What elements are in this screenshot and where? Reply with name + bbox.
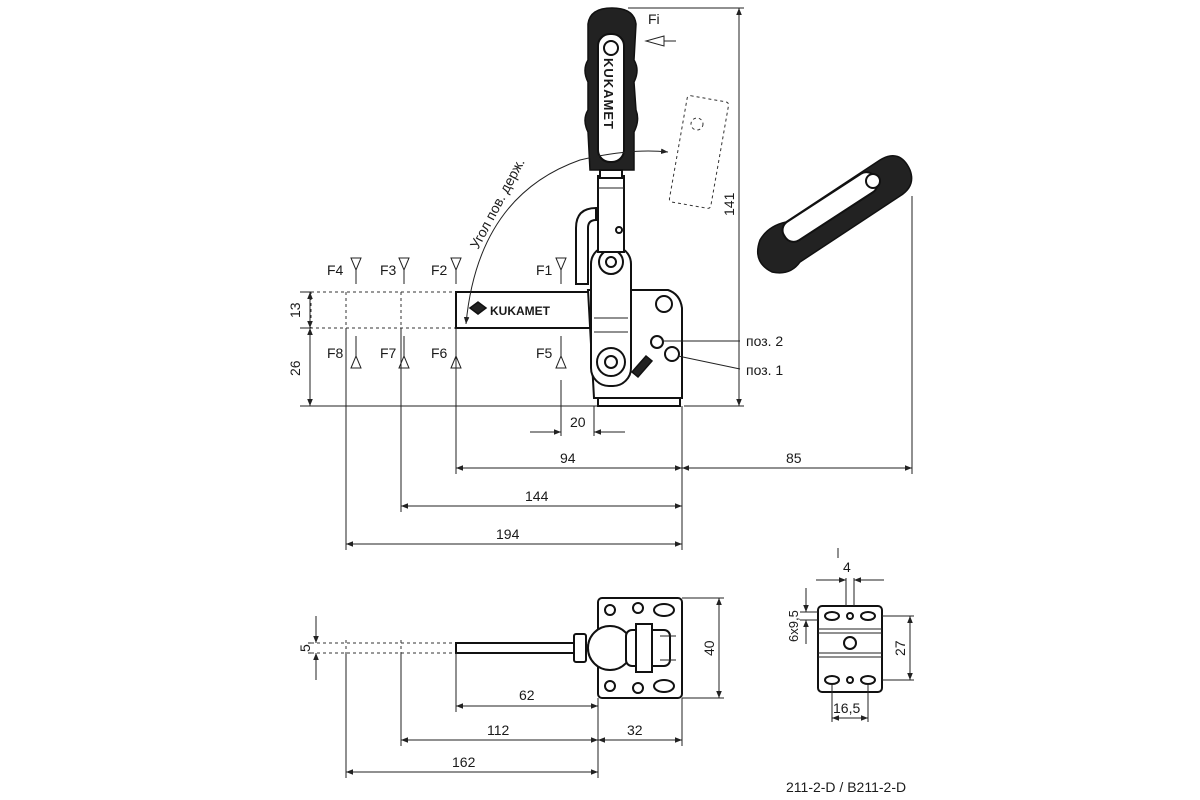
dim-85: 85 (786, 450, 802, 466)
force-label-f1: F1 (536, 262, 553, 278)
forces-top-row: F4 F3 F2 F1 (327, 257, 567, 284)
handle-swung-ghost (668, 95, 730, 209)
handle-rotation-arc (463, 148, 669, 325)
force-label-f5: F5 (536, 345, 553, 361)
model-code: 211-2-D / B211-2-D (786, 779, 906, 795)
dim-141: 141 (721, 192, 737, 216)
dim-27: 27 (892, 640, 908, 656)
dim-32: 32 (627, 722, 643, 738)
dim-20: 20 (570, 414, 586, 430)
dim-112: 112 (487, 722, 510, 738)
forces-bottom-row: F8 F7 F6 F5 (327, 336, 567, 369)
pivot-hole-position-1 (664, 346, 680, 362)
dim-62: 62 (519, 687, 535, 703)
dim-4: 4 (843, 559, 851, 575)
dim-26: 26 (287, 360, 303, 376)
base-hole-pattern: 4 6x9,5 27 16,5 (786, 548, 914, 722)
force-label-f7: F7 (380, 345, 397, 361)
angle-label: Угол пов. держ. (467, 155, 528, 251)
position-1-label: поз. 1 (746, 362, 783, 378)
force-label-fi: Fi (648, 11, 660, 27)
force-label-f8: F8 (327, 345, 344, 361)
handle-open-position (757, 155, 913, 274)
top-view: 5 40 62 112 32 162 (297, 597, 724, 778)
force-label-f4: F4 (327, 262, 344, 278)
dim-94: 94 (560, 450, 576, 466)
arm-outline-dashed (310, 291, 457, 329)
handle-brand-text: KUKAMET (601, 58, 616, 130)
dim-16-5: 16,5 (833, 700, 860, 716)
pivot-hole-position-2 (650, 335, 664, 349)
force-label-f3: F3 (380, 262, 397, 278)
dim-13: 13 (287, 302, 303, 318)
force-label-f2: F2 (431, 262, 448, 278)
force-label-f6: F6 (431, 345, 448, 361)
side-view: KUKAMET KUKAMET (287, 7, 913, 550)
dim-194: 194 (496, 526, 520, 542)
dim-144: 144 (525, 488, 549, 504)
base-plate (597, 397, 681, 407)
dim-40: 40 (701, 640, 717, 656)
position-2-label: поз. 2 (746, 333, 783, 349)
dim-6x9-5: 6x9,5 (786, 610, 801, 642)
dim-5: 5 (297, 644, 313, 652)
arm-brand-text: KUKAMET (490, 304, 551, 318)
dim-162: 162 (452, 754, 476, 770)
